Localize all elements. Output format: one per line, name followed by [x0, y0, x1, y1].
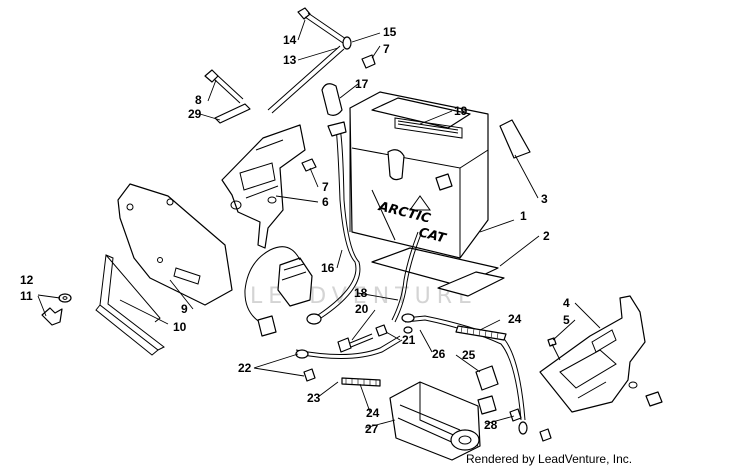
- pad-strip-part: [214, 103, 251, 124]
- wing-nut-part: [41, 293, 72, 326]
- leader-lines: [37, 19, 601, 429]
- battery-part: ARCTIC CAT: [349, 91, 489, 259]
- battery-pad-part: [371, 247, 505, 297]
- callout-14: 14: [283, 33, 297, 47]
- callout-19: 19: [454, 104, 468, 118]
- callout-26: 26: [432, 347, 446, 361]
- support-stand-part: [95, 254, 165, 356]
- callout-8: 8: [195, 93, 202, 107]
- terminal-boot-part: [321, 83, 343, 116]
- bolt-20-part: [303, 333, 374, 382]
- callout-21: 21: [402, 333, 416, 347]
- callout-22: 22: [238, 361, 252, 375]
- battery-shield-plate-part: [117, 183, 233, 306]
- negative-cable-part: [391, 231, 422, 323]
- terminal-boot-25-part: [475, 365, 499, 391]
- callout-5: 5: [563, 313, 570, 327]
- callout-23: 23: [307, 391, 321, 405]
- relay-connector-part: [244, 246, 313, 337]
- mounting-bracket-part: [221, 124, 306, 249]
- callout-17: 17: [355, 77, 369, 91]
- callout-28: 28: [484, 418, 498, 432]
- footer-credit: Rendered by LeadVenture, Inc.: [466, 452, 632, 466]
- screw-28-part: [509, 408, 552, 442]
- small-pad-part: [499, 119, 531, 159]
- positive-cable-part: [306, 121, 361, 325]
- callout-3: 3: [541, 192, 548, 206]
- callout-11: 11: [20, 289, 33, 303]
- callout-4: 4: [563, 296, 570, 310]
- callout-7-upper: 7: [383, 42, 390, 56]
- callout-2: 2: [543, 229, 550, 243]
- callout-25: 25: [462, 348, 476, 362]
- callout-12: 12: [20, 273, 34, 287]
- battery-brand-bottom: CAT: [417, 225, 448, 246]
- battery-tray-part: [539, 295, 663, 413]
- callout-18: 18: [354, 286, 368, 300]
- protective-sleeve-upper-part: [455, 325, 507, 341]
- callout-24-lower: 24: [366, 406, 380, 420]
- ground-cable-part: [295, 313, 528, 435]
- callout-24-upper: 24: [508, 312, 522, 326]
- callout-27: 27: [365, 422, 379, 436]
- long-rod-part: [267, 7, 376, 114]
- callout-7-lower: 7: [322, 180, 329, 194]
- callout-6: 6: [322, 195, 329, 209]
- callout-15: 15: [383, 25, 397, 39]
- starter-motor-part: [389, 381, 497, 461]
- bolt-8-part: [204, 69, 244, 104]
- callout-13: 13: [283, 53, 297, 67]
- callout-10: 10: [173, 320, 187, 334]
- callout-29: 29: [188, 107, 202, 121]
- protective-sleeve-lower-part: [341, 377, 381, 387]
- callout-1: 1: [520, 209, 527, 223]
- callout-20: 20: [355, 302, 369, 316]
- callout-numbers: 1 2 3 4 5 6 7 7 8 9 10 11 12 13 14 15 16…: [20, 25, 570, 436]
- callout-16: 16: [321, 261, 335, 275]
- callout-9: 9: [181, 302, 188, 316]
- nut-7-part: [301, 158, 317, 172]
